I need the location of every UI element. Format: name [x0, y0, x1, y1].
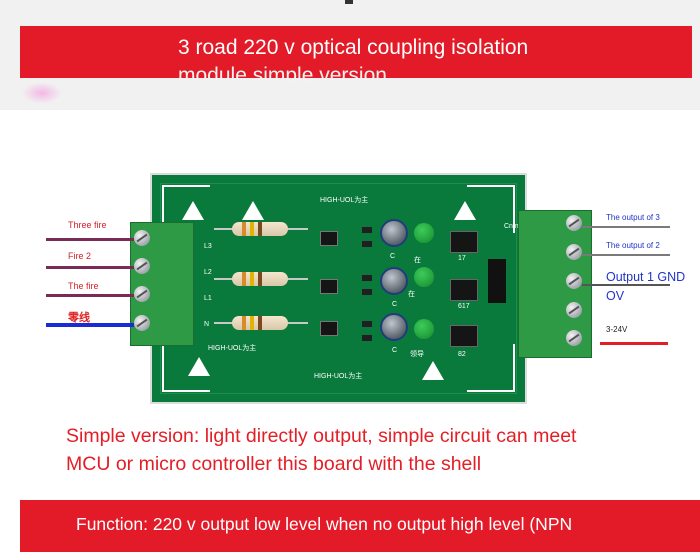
wire-fire-2	[46, 266, 134, 269]
ceramic-capacitor	[414, 319, 434, 339]
wire-output-2	[582, 254, 670, 256]
diode-chip	[320, 231, 338, 246]
terminal-screw	[134, 315, 150, 331]
smd-component	[362, 227, 372, 233]
smd-component	[362, 241, 372, 247]
terminal-screw	[566, 302, 582, 318]
pin-header	[488, 259, 506, 303]
silk-label-top: HIGH-UOL为主	[320, 197, 369, 204]
pcb-board: HIGH-UOL为主 HIGH-UOL为主 HIGH-UOL为主 Cn m L3…	[150, 173, 527, 404]
label-fire-2: Fire 2	[68, 251, 92, 261]
silk-l3: L3	[204, 243, 212, 250]
label-output-3: The output of 3	[606, 213, 660, 222]
warning-icon	[188, 357, 210, 376]
description-line-2: MCU or micro controller this board with …	[66, 453, 482, 475]
resistor	[232, 222, 288, 236]
terminal-screw	[134, 286, 150, 302]
top-marker	[345, 0, 353, 4]
label-the-fire: The fire	[68, 281, 99, 291]
terminal-screw	[566, 215, 582, 231]
silk-n: N	[204, 321, 210, 328]
warning-icon	[182, 201, 204, 220]
footer-text: Function: 220 v output low level when no…	[76, 514, 573, 534]
terminal-screw	[134, 230, 150, 246]
silk-c2: C	[392, 301, 398, 308]
title-line-2: module simple version	[178, 64, 387, 87]
smd-component	[362, 321, 372, 327]
terminal-screw	[566, 330, 582, 346]
wire-output-3	[582, 226, 670, 228]
corner-bracket	[162, 344, 210, 392]
silk-s1: 在	[414, 257, 421, 264]
wire-three-fire	[46, 238, 134, 241]
corner-bracket	[162, 185, 210, 233]
label-neutral: 零线	[68, 312, 90, 324]
optocoupler-chip	[450, 279, 478, 301]
label-voltage: 3-24V	[606, 325, 628, 334]
wire-output-1	[582, 284, 670, 286]
silk-c3: C	[392, 347, 398, 354]
electrolytic-capacitor	[380, 219, 408, 247]
resistor	[232, 316, 288, 330]
silk-s3: 领导	[410, 351, 424, 358]
warning-icon	[454, 201, 476, 220]
silk-chip2: 617	[458, 303, 470, 310]
smd-component	[362, 289, 372, 295]
smd-component	[362, 275, 372, 281]
corner-bracket	[467, 185, 515, 233]
label-ov: OV	[606, 289, 625, 303]
silk-s2: 在	[408, 291, 415, 298]
warning-icon	[422, 361, 444, 380]
optocoupler-chip	[450, 231, 478, 253]
silk-c1: C	[390, 253, 396, 260]
silk-chip1: 17	[458, 255, 466, 262]
title-banner: 3 road 220 v optical coupling isolation …	[20, 26, 692, 87]
terminal-screw	[566, 273, 582, 289]
silk-l2: L2	[204, 269, 212, 276]
wire-neutral	[46, 323, 134, 327]
terminal-screw	[134, 258, 150, 274]
diode-chip	[320, 321, 338, 336]
silk-label-bottom: HIGH-UOL为主	[314, 373, 363, 380]
silk-l1: L1	[204, 295, 212, 302]
warning-icon	[242, 201, 264, 220]
electrolytic-capacitor	[380, 267, 408, 295]
description-line-1: Simple version: light directly output, s…	[66, 425, 577, 447]
label-output-1-gnd: Output 1 GND	[606, 270, 686, 284]
title-line-1: 3 road 220 v optical coupling isolation	[178, 36, 529, 59]
pink-smudge	[22, 82, 62, 104]
optocoupler-chip	[450, 325, 478, 347]
electrolytic-capacitor	[380, 313, 408, 341]
silk-label-mid: HIGH-UOL为主	[208, 345, 257, 352]
silk-label-right: Cn m	[504, 223, 521, 230]
ceramic-capacitor	[414, 223, 434, 243]
silk-chip3: 82	[458, 351, 466, 358]
terminal-screw	[566, 244, 582, 260]
label-three-fire: Three fire	[68, 220, 107, 230]
footer-banner: Function: 220 v output low level when no…	[20, 500, 700, 552]
smd-component	[362, 335, 372, 341]
resistor	[232, 272, 288, 286]
wire-voltage	[600, 342, 668, 345]
ceramic-capacitor	[414, 267, 434, 287]
label-output-2: The output of 2	[606, 241, 660, 250]
diode-chip	[320, 279, 338, 294]
corner-bracket	[467, 344, 515, 392]
wire-the-fire	[46, 294, 134, 297]
